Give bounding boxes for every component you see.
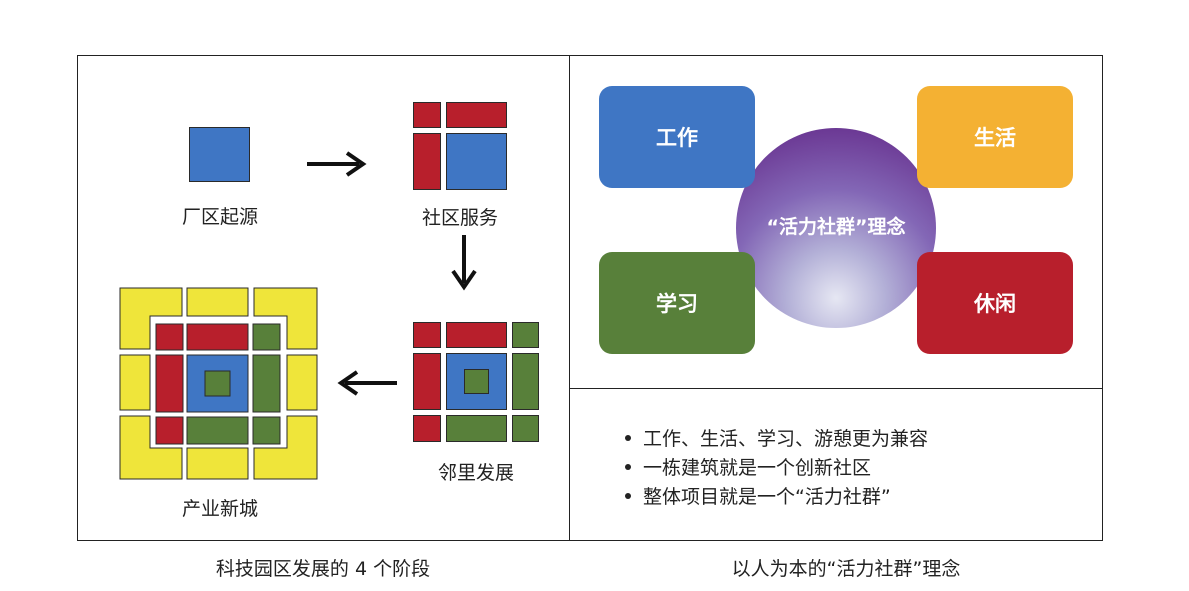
card-life: 生活	[917, 86, 1073, 188]
stage2-block	[446, 133, 507, 190]
stage2-block	[413, 102, 441, 128]
card-work-label: 工作	[656, 126, 698, 150]
stage4-yellow-block	[119, 354, 151, 411]
arrow-right-icon	[307, 151, 367, 177]
card-study-label: 学习	[656, 292, 698, 316]
stage4-yellow-corner	[119, 287, 183, 350]
stage4-yellow-block	[186, 447, 249, 480]
stage4-green-block	[252, 416, 281, 445]
bullet-text: 整体项目就是一个“活力社群”	[643, 486, 891, 508]
stage4-green-block	[252, 354, 281, 413]
panel-divider-horizontal	[570, 388, 1103, 389]
stage3-block	[446, 415, 507, 442]
arrow-down-icon	[451, 235, 477, 291]
stage4-layout	[119, 287, 318, 480]
stage4-red-block	[186, 323, 249, 351]
stage4-yellow-corner	[119, 415, 183, 480]
stage3-block	[512, 415, 539, 442]
right-panel-caption: 以人为本的“活力社群”理念	[731, 558, 961, 580]
stage1-label: 厂区起源	[181, 206, 258, 228]
list-item: 工作、生活、学习、游憩更为兼容	[625, 425, 928, 454]
stage4-core-block	[204, 370, 231, 397]
card-life-label: 生活	[974, 126, 1016, 150]
panel-divider-vertical	[569, 55, 570, 541]
list-item: 一栋建筑就是一个创新社区	[625, 454, 928, 483]
stage2-label: 社区服务	[421, 207, 498, 229]
bullet-dot-icon	[625, 434, 631, 441]
stage4-yellow-block	[286, 354, 318, 411]
stage3-block	[413, 322, 441, 348]
stage4-yellow-corner	[253, 287, 318, 350]
stage4-green-block	[186, 416, 249, 445]
stage3-label: 邻里发展	[437, 462, 514, 484]
stage3-core-block	[464, 369, 489, 394]
circle-center-text: “活力社群”理念	[766, 216, 906, 238]
stage3-block	[512, 353, 539, 410]
bullet-text: 一栋建筑就是一个创新社区	[643, 457, 872, 479]
card-leisure-label: 休闲	[974, 292, 1016, 316]
concept-bullet-list: 工作、生活、学习、游憩更为兼容 一栋建筑就是一个创新社区 整体项目就是一个“活力…	[625, 425, 928, 512]
card-study: 学习	[599, 252, 755, 354]
arrow-left-icon	[337, 370, 397, 396]
stage4-label: 产业新城	[181, 498, 258, 520]
stage4-red-block	[155, 416, 184, 445]
card-leisure: 休闲	[917, 252, 1073, 354]
left-panel-caption: 科技园区发展的 4 个阶段	[215, 558, 431, 580]
stage4-green-block	[252, 323, 281, 351]
card-work: 工作	[599, 86, 755, 188]
vitality-community-circle	[736, 128, 936, 328]
stage4-yellow-corner	[253, 415, 318, 480]
list-item: 整体项目就是一个“活力社群”	[625, 483, 928, 512]
stage4-red-block	[155, 323, 184, 351]
stage3-block	[446, 322, 507, 348]
stage2-block	[413, 133, 441, 190]
bullet-text: 工作、生活、学习、游憩更为兼容	[643, 428, 929, 450]
stage1-factory-block	[189, 127, 250, 182]
stage2-block	[446, 102, 507, 128]
bullet-dot-icon	[625, 492, 631, 499]
bullet-dot-icon	[625, 463, 631, 470]
stage3-block	[413, 415, 441, 442]
stage4-yellow-block	[186, 287, 249, 317]
stage4-red-block	[155, 354, 184, 413]
figure-frame	[77, 55, 1103, 541]
stage3-block	[413, 353, 441, 410]
stage3-block	[512, 322, 539, 348]
